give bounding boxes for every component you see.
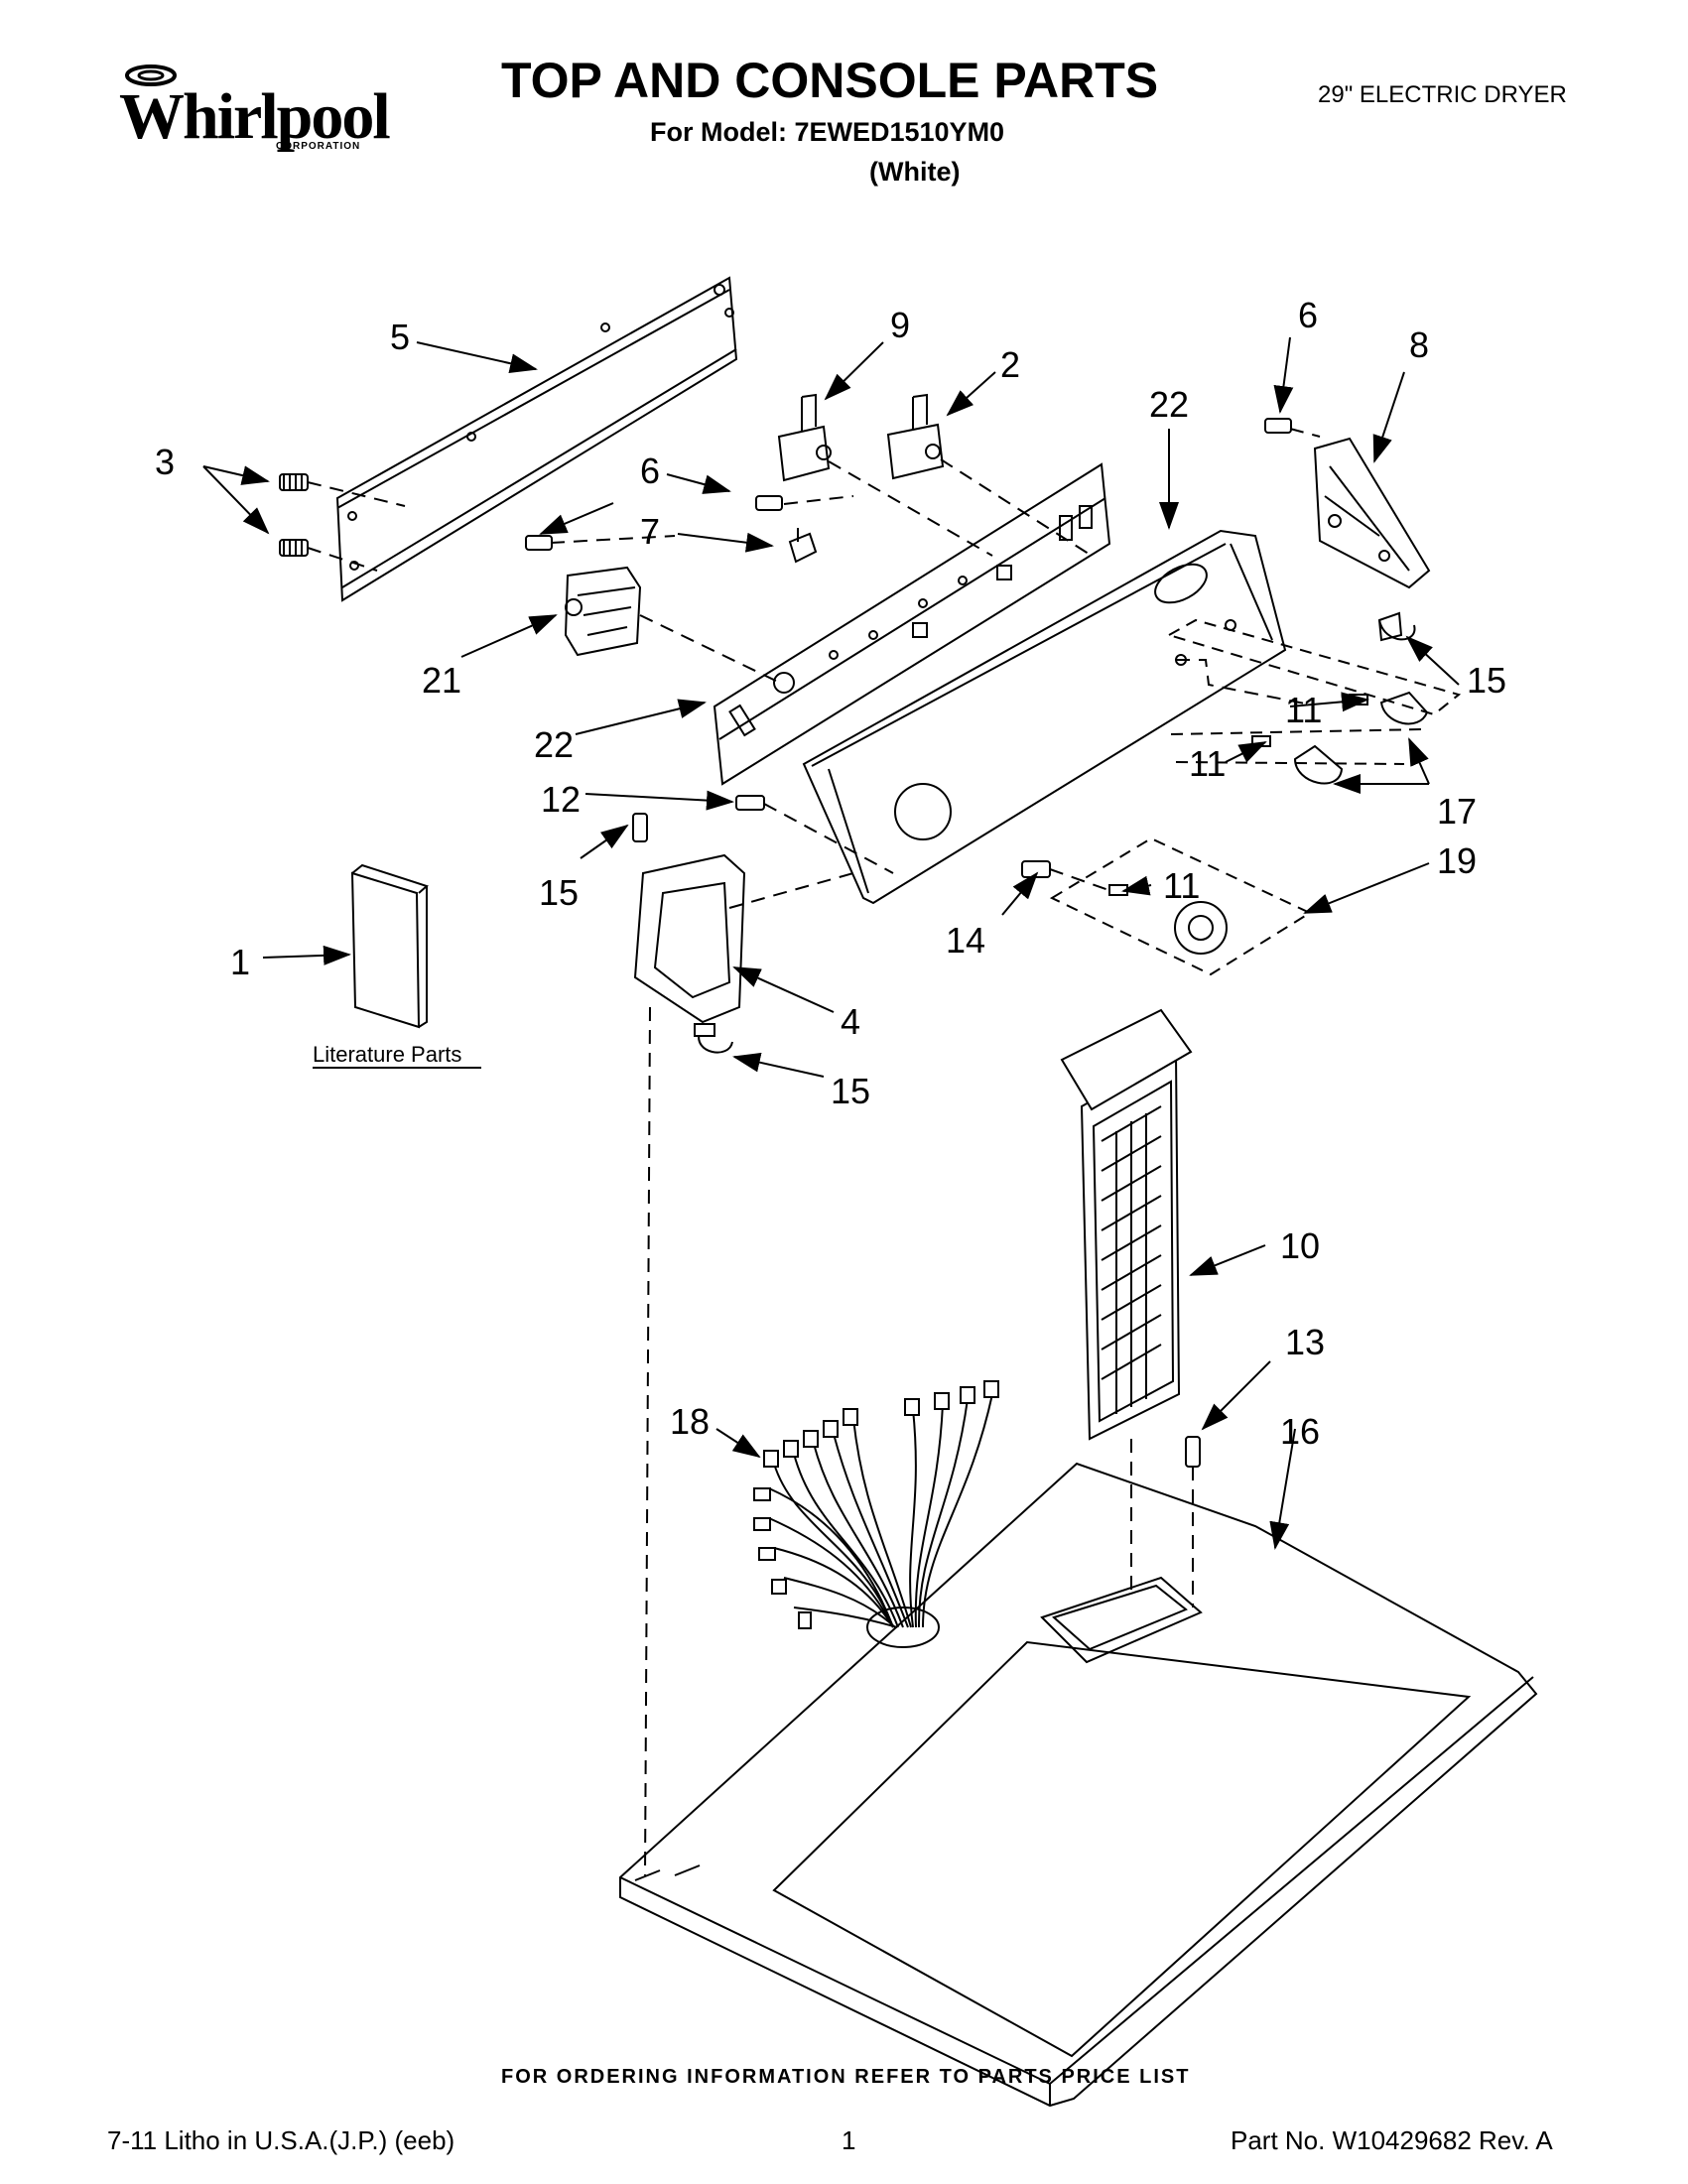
assembly-lines [307, 428, 1321, 1876]
callout-21: 21 [422, 660, 461, 701]
model-line: For Model: 7EWED1510YM0 [650, 117, 1005, 147]
callout-13: 13 [1285, 1322, 1325, 1362]
part-13-screw [1185, 1436, 1201, 1468]
callout-12: 12 [541, 779, 581, 820]
part-1-literature [350, 863, 429, 1029]
callout-4: 4 [841, 1001, 860, 1042]
callout-9: 9 [890, 305, 910, 345]
literature-parts-label: Literature Parts [313, 1042, 461, 1067]
callout-7: 7 [640, 511, 660, 552]
part-number: Part No. W10429682 Rev. A [1231, 2125, 1553, 2155]
product-type: 29" ELECTRIC DRYER [1318, 81, 1567, 108]
callout-10: 10 [1280, 1225, 1320, 1266]
part-17-knobs [1166, 618, 1462, 785]
part-22-control-panel [713, 462, 1111, 786]
page-number: 1 [842, 2125, 856, 2155]
part-10-lint-screen [1060, 1008, 1193, 1441]
part-8-end-cap [1313, 437, 1431, 589]
callout-11b: 11 [1189, 743, 1226, 784]
callout-18: 18 [670, 1401, 710, 1442]
part-21-timer [564, 566, 642, 657]
part-18-wire-harness [753, 1380, 999, 1629]
callout-20: 22 [1149, 384, 1189, 425]
brand-subtitle: CORPORATION [276, 141, 361, 152]
part-16-main-top [619, 1462, 1538, 2108]
part-5-rear-bracket [335, 276, 738, 602]
logo-swirl-icon [125, 64, 177, 86]
part-20-console [802, 529, 1287, 905]
callout-1: 1 [230, 942, 250, 982]
callout-16: 16 [1280, 1411, 1320, 1452]
callout-22: 22 [534, 724, 574, 765]
callout-15c: 15 [831, 1071, 870, 1111]
part-12-screw [735, 795, 765, 811]
part-7-clip [788, 528, 818, 564]
callout-6b: 6 [1298, 295, 1318, 335]
callout-8: 8 [1409, 324, 1429, 365]
whirlpool-logo: Whirlpool CORPORATION [109, 62, 391, 161]
callout-14: 14 [946, 920, 985, 961]
callout-3: 3 [155, 442, 175, 482]
page-title: TOP AND CONSOLE PARTS [501, 53, 1159, 108]
callout-15a: 15 [539, 872, 579, 913]
part-19-knob [1049, 836, 1313, 976]
callout-arrows [202, 336, 1460, 1550]
part-3-screws [279, 473, 309, 557]
part-9-switch [777, 393, 832, 482]
callout-11a: 11 [1285, 690, 1322, 730]
part-15-screw [632, 813, 648, 842]
callout-17: 17 [1437, 791, 1477, 832]
part-15-clips [694, 611, 1416, 1054]
callout-2: 2 [1000, 344, 1020, 385]
callout-5: 5 [390, 317, 410, 357]
part-2-switch [886, 393, 945, 480]
brand-name: Whirlpool [119, 80, 391, 153]
litho-info: 7-11 Litho in U.S.A.(J.P.) (eeb) [107, 2125, 455, 2155]
part-6-screws [525, 418, 1292, 551]
callout-19: 19 [1437, 840, 1477, 881]
part-4-end-cap [633, 853, 746, 1024]
model-color: (White) [869, 157, 961, 187]
callout-11c: 11 [1163, 865, 1200, 906]
callout-15b: 15 [1467, 660, 1506, 701]
ordering-note: FOR ORDERING INFORMATION REFER TO PARTS … [501, 2066, 1191, 2088]
callout-6: 6 [640, 450, 660, 491]
callout-labels: 5 3 6 7 9 2 22 6 8 21 22 12 15 15 11 11 … [155, 295, 1506, 1452]
